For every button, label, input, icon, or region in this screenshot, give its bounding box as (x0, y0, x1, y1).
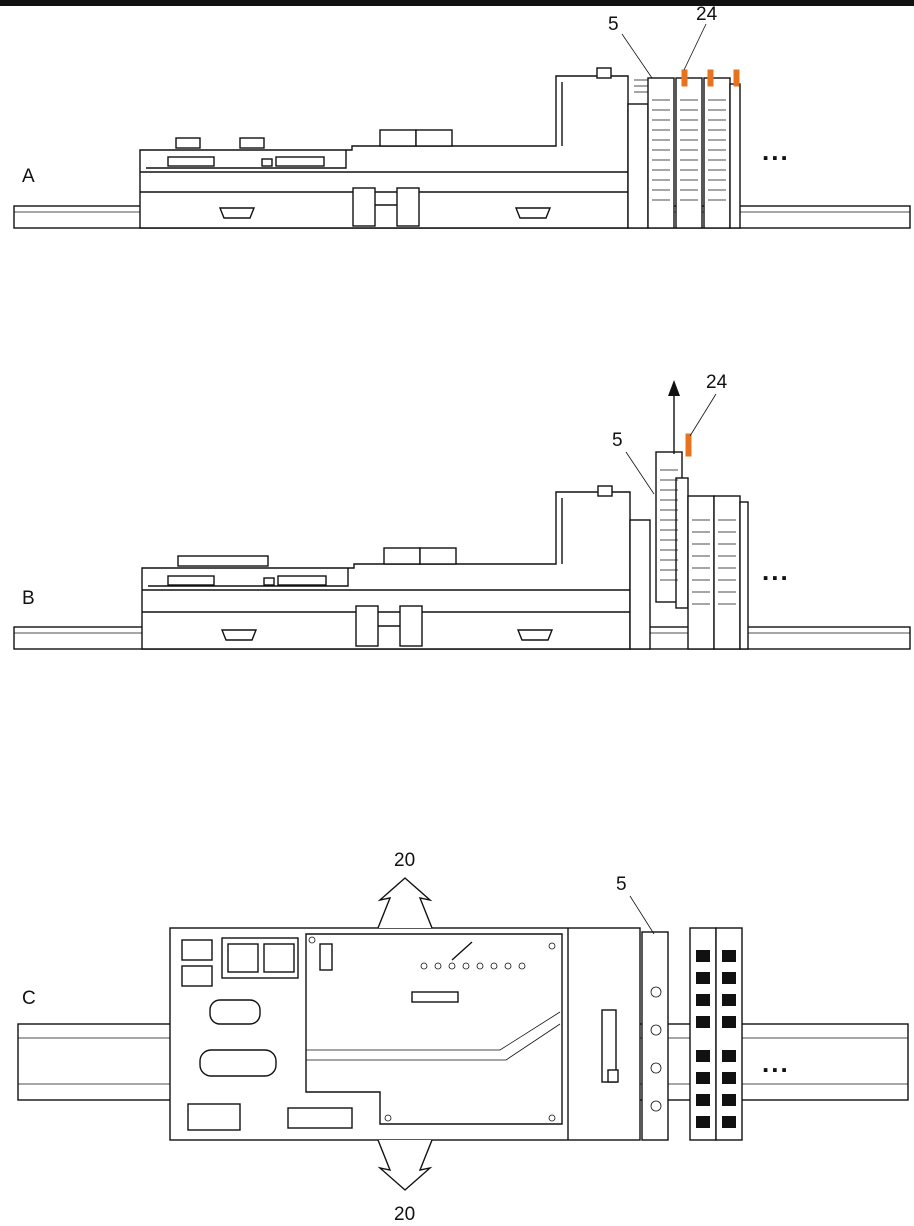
usb-ports-c (181, 939, 213, 987)
controller-b (141, 485, 651, 650)
view-a: A (13, 4, 911, 229)
ellipsis-b: ... (762, 556, 790, 586)
ref-24-label-b: 24 (706, 372, 728, 393)
ref-5-leader-a (621, 33, 653, 79)
controller-a (139, 67, 654, 229)
ref-20-label-bottom-c: 20 (394, 1204, 415, 1225)
top-border-line (0, 0, 914, 6)
ref-24-leader-b (689, 393, 717, 437)
sub-d-ports-c (187, 999, 353, 1131)
release-tabs-a (681, 69, 740, 87)
lift-arrow-b (668, 380, 680, 454)
airflow-arrows-bottom-c (377, 1139, 433, 1191)
view-a-label: A (22, 166, 35, 187)
view-b: B (13, 372, 911, 650)
view-b-label: B (22, 588, 35, 609)
ref-5-label-c: 5 (616, 874, 627, 895)
view-c-label: C (22, 988, 36, 1009)
release-tab-b (685, 433, 692, 457)
ellipsis-a: ... (762, 136, 790, 166)
ref-5-leader-b (625, 451, 655, 495)
view-c: C (17, 850, 909, 1225)
io-modules-c (641, 927, 743, 1141)
io-modules-a (647, 77, 741, 229)
ref-5-leader-c (629, 895, 655, 935)
ellipsis-c: ... (762, 1048, 790, 1078)
ref-20-label-top-c: 20 (394, 850, 415, 871)
lifted-module-b (655, 451, 689, 609)
ref-24-leader-a (683, 23, 707, 71)
io-modules-b (687, 495, 749, 650)
ref-5-label-a: 5 (608, 14, 619, 35)
airflow-arrows-top-c (377, 877, 433, 929)
ethernet-ports-c (221, 937, 299, 979)
ref-24-label-a: 24 (696, 4, 718, 25)
ref-5-label-b: 5 (612, 430, 623, 451)
led-row-c (420, 941, 526, 970)
